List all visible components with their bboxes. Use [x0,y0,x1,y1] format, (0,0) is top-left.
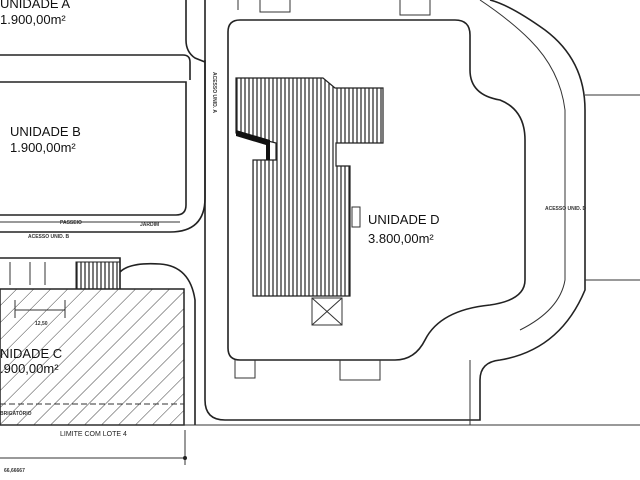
top-accesses [237,0,431,16]
bottom-accesses [234,360,381,381]
unit-a-boundary [0,54,191,80]
building-ramp [236,130,270,160]
unit-c-area [0,288,185,426]
road-outer-boundary [204,0,586,421]
road-c-edge [0,257,196,425]
limite-label: LIMITE COM LOTE 4 [60,431,127,438]
access-d-label: ACESSO UNID. D [545,206,587,212]
unit-b-name: UNIDADE B [10,124,81,139]
annex-cross-icon [311,297,343,326]
access-a-label: ACESSO UNID. A [211,72,217,113]
unit-a-area-label: 1.900,00m² [0,12,66,27]
unit-c-name: NIDADE C [0,346,62,361]
dimension-small-label: 12,50 [35,321,48,327]
lot-a-line [185,0,206,63]
obrigatorio-label: BRIGATÓRIO [0,409,32,417]
lot-limit-lines [0,94,640,426]
unit-c-area-label: .900,00m² [0,361,59,376]
building-annex [311,297,343,326]
building-footprint [235,77,384,297]
dimension-total-label: 66,66667 [4,468,25,474]
unit-d-area-label: 3.800,00m² [368,231,434,246]
unit-b-area-label: 1.900,00m² [10,140,76,155]
dimension-12-50 [14,300,66,318]
unit-c-access [9,262,46,285]
unit-d-name: UNIDADE D [368,212,440,227]
road-left-outer [0,0,206,233]
jardim-label: JARDIM [140,222,159,228]
road-inner-curb [479,0,566,331]
unit-d-boundary [227,19,526,361]
passeio-label: PASSEIO [60,220,82,226]
dimension-tick [183,456,187,460]
parking-stripes-c [75,261,121,290]
unit-a-name: UNIDADE A [0,0,70,11]
building-entrance [351,206,361,228]
unit-b-boundary [0,81,187,216]
access-b-label: ACESSO UNID. B [28,234,70,240]
